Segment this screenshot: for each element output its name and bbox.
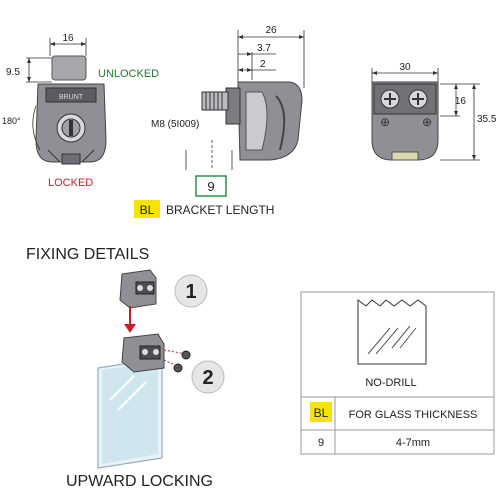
bracket-value-box [195, 175, 227, 197]
table-bl-text: BL [314, 406, 329, 420]
step-1-marker [174, 274, 208, 308]
thread-label: M8 (5I009) [151, 119, 199, 130]
screw-a-icon [181, 350, 191, 360]
fixing-title: FIXING DETAILS [26, 246, 149, 263]
bracket-legend: BL BRACKET LENGTH [134, 200, 274, 218]
front-view: 16 9.5 BRUNT 180° UNLOCKED LOCKED [2, 33, 159, 189]
table-bl-badge [310, 402, 332, 422]
side-overall-dim: 26 [265, 25, 277, 36]
spec-table: NO-DRILL BL FOR GLASS THICKNESS 9 4-7mm [300, 291, 495, 455]
side-view: 26 3.7 2 M8 (5I009) 9 [151, 25, 305, 197]
unlocked-label: UNLOCKED [98, 68, 159, 80]
back-inner-height-dim: 16 [455, 96, 467, 107]
bracket-value: 9 [207, 179, 214, 194]
table-row-bl: 9 [318, 437, 324, 449]
no-drill-label: NO-DRILL [365, 377, 416, 389]
rotation-angle: 180° [2, 116, 21, 126]
back-view: 30 ⊕ ⊕ 16 35.5 [371, 62, 497, 161]
locked-label: LOCKED [48, 177, 93, 189]
bracket-length-label: BRACKET LENGTH [166, 203, 274, 217]
side-dim-b: 2 [260, 59, 266, 70]
back-total-height-dim: 35.5 [477, 114, 497, 125]
back-width-dim: 30 [399, 62, 411, 73]
svg-text:⊕: ⊕ [380, 115, 390, 129]
upward-locking-caption: UPWARD LOCKING [66, 473, 213, 490]
table-header-label: FOR GLASS THICKNESS [349, 409, 478, 421]
glass-icon [357, 299, 427, 365]
front-width-dim: 16 [62, 33, 74, 44]
screw-b-icon [173, 363, 183, 373]
lock-cap [51, 55, 87, 81]
step-2-marker [191, 360, 225, 394]
step-2-number: 2 [202, 367, 213, 389]
bl-badge-text: BL [140, 203, 155, 217]
fixing-details: FIXING DETAILS 1 2 UPWARD LOCKING [26, 246, 225, 490]
svg-text:⊕: ⊕ [422, 115, 432, 129]
table-row-range: 4-7mm [396, 437, 430, 449]
step-1-number: 1 [185, 281, 196, 303]
svg-text:BRUNT: BRUNT [59, 94, 84, 101]
front-height-dim: 9.5 [6, 67, 20, 78]
bl-badge [134, 200, 160, 218]
side-dim-a: 3.7 [257, 43, 271, 54]
